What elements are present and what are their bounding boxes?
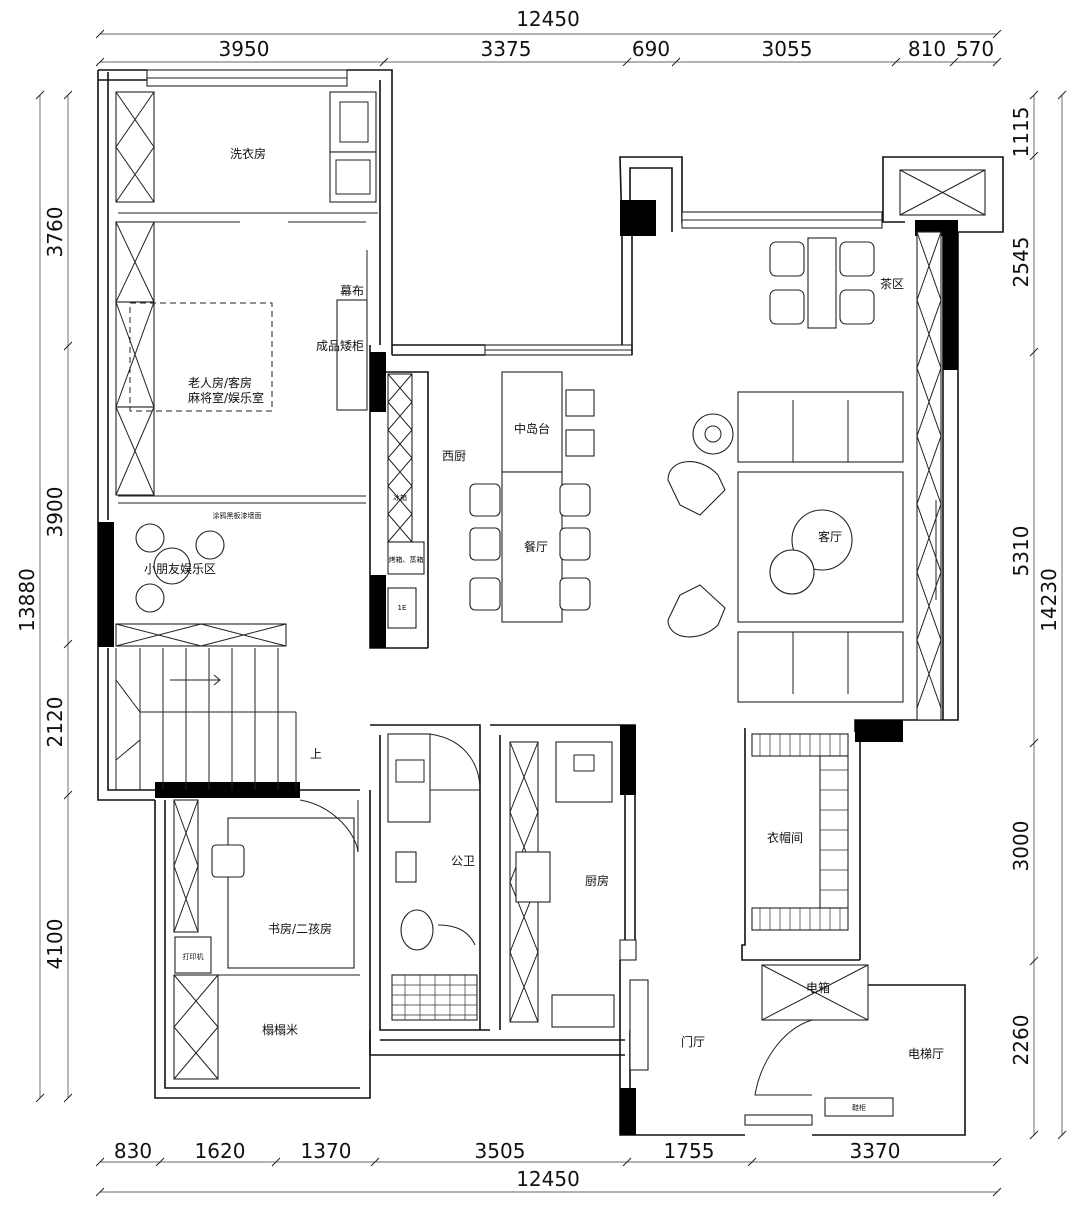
blackboard-wall-label: 涂鸦黑板漆墙面 — [213, 511, 262, 520]
bath-door — [429, 733, 481, 791]
bottom-dimension-chain: 830 1620 1370 3505 1755 3370 12450 — [95, 1139, 1002, 1197]
top-dim-4: 3055 — [762, 37, 813, 61]
sliding-door-kids — [118, 495, 366, 504]
multi-room-label-1: 老人房/客房 — [188, 375, 252, 390]
study-door — [299, 799, 359, 853]
island-label: 中岛台 — [514, 421, 550, 436]
right-dim-2: 2545 — [1009, 237, 1033, 288]
study-label: 书房/二孩房 — [268, 921, 332, 936]
west-kitchen-cabinets: 烤箱、蒸箱 冰箱 1E — [387, 373, 425, 629]
fridge-label: 冰箱 — [393, 493, 407, 502]
bottom-dim-5: 1755 — [664, 1139, 715, 1163]
cloakroom-label: 衣帽间 — [767, 830, 803, 845]
bottom-dim-6: 3370 — [850, 1139, 901, 1163]
fridge-box — [555, 741, 613, 803]
top-dim-6: 570 — [956, 37, 994, 61]
staircase — [115, 623, 297, 790]
stairs-up-label: 上 — [310, 747, 322, 761]
bar-stool-1 — [565, 389, 595, 417]
living-wall-cabinet — [916, 231, 942, 721]
top-dimension-chain: 12450 3950 3375 690 3055 810 570 — [95, 7, 1002, 67]
oven-label: 烤箱、蒸箱 — [389, 555, 424, 564]
left-total-dim: 13880 — [15, 568, 39, 632]
dining-label: 餐厅 — [524, 539, 548, 554]
sofa-top — [737, 391, 904, 463]
top-total-dim: 12450 — [516, 7, 580, 31]
bottom-total-dim: 12450 — [516, 1167, 580, 1191]
top-dim-5: 810 — [908, 37, 946, 61]
elevator-hall-label: 电梯厅 — [908, 1047, 944, 1061]
right-dim-1: 1115 — [1009, 107, 1033, 158]
tatami-label: 榻榻米 — [262, 1023, 298, 1037]
kitchen-sink — [515, 851, 551, 903]
bottom-dim-2: 1620 — [195, 1139, 246, 1163]
curtain-label: 幕布 — [340, 284, 364, 298]
foyer-cabinet — [629, 979, 649, 1071]
bath-vanity — [387, 733, 431, 823]
side-table-lamp-icon — [704, 425, 722, 443]
wardrobe-left — [115, 91, 155, 496]
multi-room-label-2: 麻将室/娱乐室 — [188, 390, 264, 405]
laundry-label: 洗衣房 — [230, 146, 266, 161]
cabinet-tag: 1E — [398, 604, 407, 612]
dining-table — [501, 471, 563, 623]
right-dim-3: 5310 — [1009, 526, 1033, 577]
coffee-tables — [769, 509, 853, 595]
low-cabinet — [336, 299, 368, 411]
kids-play-seats — [135, 523, 225, 613]
left-dim-1: 3760 — [43, 207, 67, 258]
side-table — [692, 413, 734, 455]
toilet-icon — [400, 909, 434, 951]
right-total-dim: 14230 — [1037, 568, 1061, 632]
bottom-dim-3: 1370 — [301, 1139, 352, 1163]
bar-stool-2 — [565, 429, 595, 457]
left-dim-4: 4100 — [43, 919, 67, 970]
top-dim-3: 690 — [632, 37, 670, 61]
bath-sink — [395, 851, 417, 883]
tea-table — [807, 237, 837, 329]
armchair-2 — [667, 584, 726, 638]
walls — [97, 69, 1004, 1136]
left-dim-3: 2120 — [43, 697, 67, 748]
bottom-dim-4: 3505 — [475, 1139, 526, 1163]
printer-box — [174, 936, 212, 974]
kids-area-label: 小朋友娱乐区 — [144, 562, 216, 576]
bottom-dim-1: 830 — [114, 1139, 152, 1163]
west-kitchen-label: 西厨 — [442, 449, 466, 463]
printer-label: 打印机 — [183, 952, 204, 961]
laundry-appliances — [329, 91, 377, 203]
cloak-rack-right — [819, 755, 849, 909]
kitchen-stove — [551, 994, 615, 1028]
study-bed — [227, 817, 355, 969]
right-dim-5: 2260 — [1009, 1015, 1033, 1066]
top-dim-1: 3950 — [219, 37, 270, 61]
shoe-cabinet-label: 鞋柜 — [852, 1103, 866, 1112]
tatami-cabinet — [173, 974, 219, 1080]
right-dimension-chain: 1115 2545 5310 3000 2260 14230 — [1009, 90, 1067, 1140]
low-cabinet-label: 成品矮柜 — [316, 339, 364, 353]
living-label: 客厅 — [818, 529, 842, 544]
top-dim-2: 3375 — [481, 37, 532, 61]
study-chair — [211, 844, 245, 878]
armchair-1 — [667, 461, 726, 516]
shower-door — [437, 924, 476, 946]
tea-area-label: 茶区 — [880, 276, 904, 291]
shower-tray — [391, 974, 478, 1021]
sofa-bottom — [737, 631, 904, 703]
electric-box-label: 电箱 — [806, 980, 830, 995]
table-outline — [129, 302, 273, 412]
tea-chairs — [769, 241, 875, 325]
island-counter — [501, 371, 563, 473]
left-dimension-chain: 3760 3900 2120 4100 13880 — [15, 90, 73, 1103]
foyer-label: 门厅 — [681, 1034, 705, 1049]
kitchen-label: 厨房 — [585, 873, 609, 888]
entry-door — [754, 1019, 813, 1096]
dining-chairs — [469, 483, 591, 611]
public-bath-label: 公卫 — [451, 854, 475, 868]
shoe-cabinet — [824, 1097, 894, 1117]
right-dim-4: 3000 — [1009, 821, 1033, 872]
study-bookshelf — [173, 799, 199, 933]
left-dim-2: 3900 — [43, 487, 67, 538]
